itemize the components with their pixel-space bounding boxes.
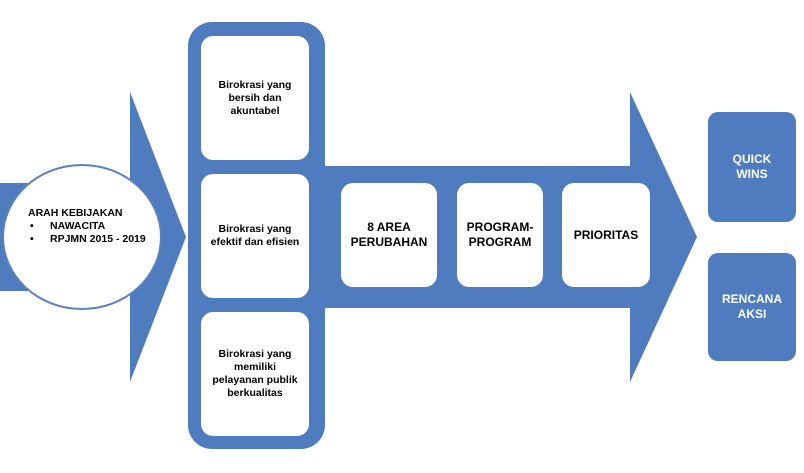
- policy-circle-text: ARAH KEBIJAKAN NAWACITA RPJMN 2015 - 201…: [28, 207, 146, 246]
- box-programs: PROGRAM-PROGRAM: [457, 183, 543, 287]
- policy-heading: ARAH KEBIJAKAN: [28, 207, 123, 219]
- box-quick-wins-label: QUICK WINS: [732, 152, 772, 181]
- policy-bullet-nawacita: NAWACITA: [30, 220, 146, 233]
- box-quick-wins: QUICK WINS: [708, 112, 796, 222]
- policy-bullet-list: NAWACITA RPJMN 2015 - 2019: [28, 220, 146, 246]
- box-effective-efficient: Birokrasi yang efektif dan efisien: [201, 174, 309, 298]
- box-clean-accountable: Birokrasi yang bersih dan akuntabel: [201, 36, 309, 160]
- box-8-areas: 8 AREA PERUBAHAN: [341, 183, 437, 287]
- box-action-plan: RENCANA AKSI: [708, 253, 796, 361]
- box-action-plan-label: RENCANA AKSI: [722, 292, 782, 321]
- policy-bullet-rpjmn: RPJMN 2015 - 2019: [30, 233, 146, 246]
- box-8-areas-label: 8 AREA PERUBAHAN: [350, 220, 428, 249]
- box-priorities: PRIORITAS: [562, 183, 650, 287]
- box-programs-label: PROGRAM-PROGRAM: [466, 220, 534, 249]
- box-quality-public-service: Birokrasi yang memiliki pelayanan publik…: [201, 312, 309, 436]
